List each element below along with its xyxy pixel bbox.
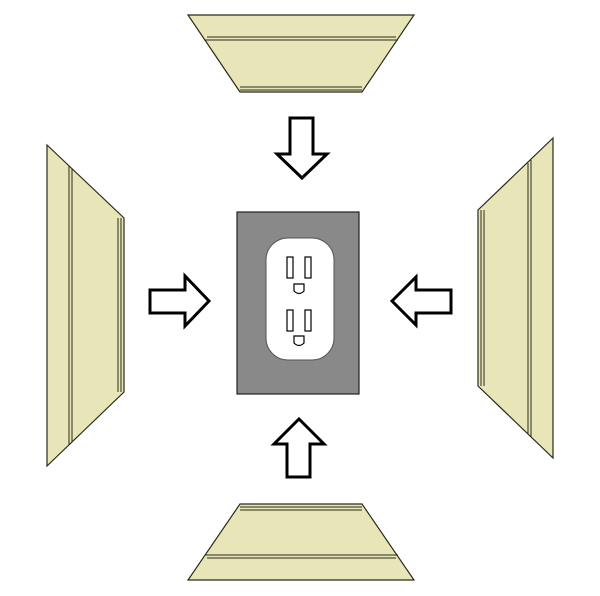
- arrow-right: [148, 272, 212, 330]
- trim-bottom-body: [186, 503, 416, 581]
- outlet-face: [265, 237, 335, 361]
- trim-right-body: [477, 136, 554, 460]
- trim-bottom: [186, 503, 416, 581]
- arrow-down: [273, 116, 331, 181]
- upper-slot-left: [286, 256, 294, 279]
- lower-slot-right: [304, 309, 312, 332]
- trim-left-body: [46, 143, 125, 468]
- outlet-plate: [236, 211, 360, 395]
- outlined-arrow-icon-left: [389, 273, 453, 329]
- trim-left: [46, 143, 125, 468]
- upper-slot-right: [304, 256, 312, 279]
- arrow-up: [270, 416, 328, 479]
- duplex-outlet-icon: [265, 237, 335, 361]
- trim-top: [186, 14, 416, 93]
- outlined-arrow-icon-right: [148, 272, 212, 330]
- lower-ground-hole: [293, 335, 305, 347]
- trim-right: [477, 136, 554, 460]
- arrow-left: [389, 273, 453, 329]
- trim-top-body: [186, 14, 416, 93]
- outlined-arrow-icon-up: [270, 416, 328, 479]
- lower-slot-left: [286, 309, 294, 332]
- outlined-arrow-icon-down: [273, 116, 331, 181]
- upper-ground-hole: [293, 283, 305, 295]
